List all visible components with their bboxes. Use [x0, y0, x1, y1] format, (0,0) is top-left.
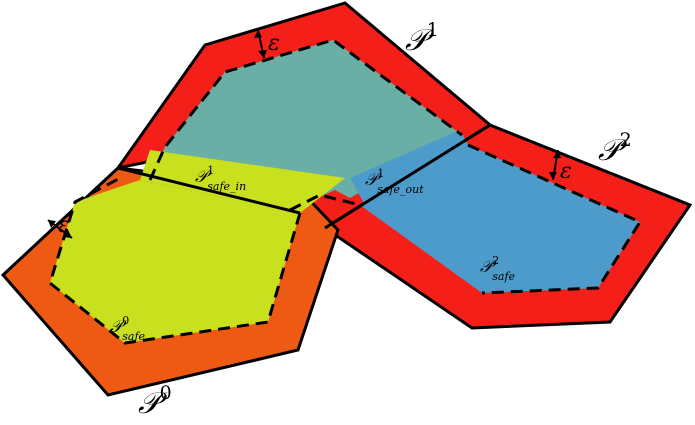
polygon-p1-safe-out [350, 130, 470, 205]
label-p1: 𝒫1 [405, 19, 439, 58]
svg-text:ε: ε [560, 159, 572, 184]
p1-p2-inner-boundary [289, 193, 361, 212]
edge-p0-p1 [117, 166, 301, 215]
label-p2: 𝒫2 [598, 129, 632, 168]
edge-p1-p2 [324, 123, 491, 230]
polygon-p0-safe [50, 180, 300, 343]
p2-safe-boundary [467, 143, 643, 295]
epsilon-marker-p2: ε [549, 149, 572, 184]
label-p0: 𝒫0 [138, 382, 172, 421]
epsilon-marker-p1: ε [254, 29, 280, 59]
p1-safe-boundary [148, 38, 463, 181]
polygon-p2-safe [360, 145, 640, 293]
p0-safe-boundary [48, 176, 302, 345]
polygon-p1-safe-in [140, 150, 345, 213]
svg-text:ε: ε [268, 31, 280, 56]
svg-text:ε: ε [58, 213, 70, 238]
epsilon-marker-p0: ε [47, 213, 73, 239]
